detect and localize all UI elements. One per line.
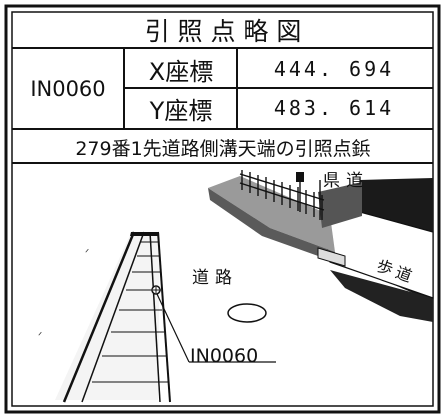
x-coordinate-label: X座標 [148,57,214,86]
point-description: 279番1先道路側溝天端の引照点鋲 [75,137,371,160]
y-coordinate-value: 483. 614 [273,96,395,120]
page-title: 引 照 点 略 図 [144,17,302,46]
y-coordinate-label: Y座標 [149,96,213,125]
road-side-ditch [55,231,171,403]
prefectural-road-label: 県道 [323,171,369,191]
grass-mark-icon: ᐟ [85,248,89,259]
reference-point-label: IN0060 [190,345,259,367]
outer-frame [4,4,441,414]
point-id: IN0060 [30,77,106,101]
grass-mark-icon: ᐟ [38,331,42,342]
reference-point-marker [151,285,276,363]
x-coordinate-value: 444. 694 [273,57,395,81]
prefectural-road-embankment [208,170,434,322]
road-label: 道路 [192,268,238,288]
manhole-icon [227,303,267,323]
